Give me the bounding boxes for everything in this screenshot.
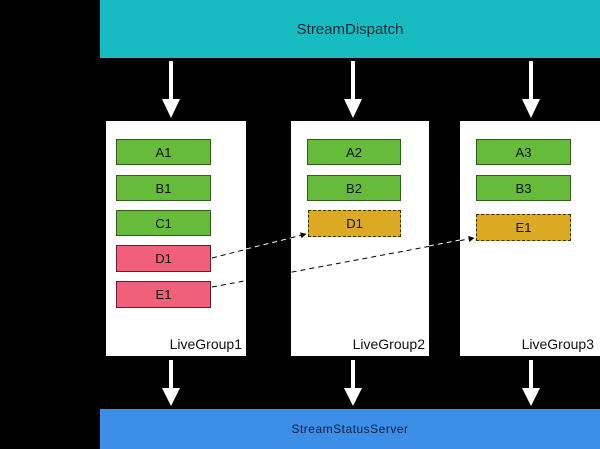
- node-e1-target-label: E1: [515, 220, 532, 235]
- dispatch-arrow-1: [162, 61, 180, 118]
- node-d1-source: D1: [116, 245, 211, 272]
- migration-link-d1-gap: [245, 237, 292, 250]
- node-a1-label: A1: [155, 144, 172, 160]
- node-e1-source: E1: [116, 281, 211, 308]
- node-b1: B1: [116, 175, 211, 201]
- dispatch-arrow-2: [344, 61, 362, 118]
- node-a3: A3: [476, 139, 571, 165]
- node-b1-label: B1: [155, 180, 172, 196]
- node-a2-label: A2: [346, 144, 362, 160]
- node-b2: B2: [307, 175, 401, 201]
- status-arrow-1: [162, 360, 180, 406]
- live-group-3-label: LiveGroup3: [521, 336, 594, 352]
- live-group-2-label: LiveGroup2: [352, 336, 425, 352]
- stream-dispatch-label: StreamDispatch: [296, 20, 404, 38]
- migration-link-e1-gap: [428, 239, 461, 247]
- node-b3-label: B3: [515, 180, 532, 196]
- node-a1: A1: [116, 139, 211, 165]
- node-c1-label: C1: [155, 215, 172, 231]
- status-arrow-2: [344, 360, 362, 406]
- status-arrow-3: [522, 360, 540, 406]
- live-group-2: A2 B2 D1 LiveGroup2: [291, 121, 429, 356]
- node-c1: C1: [116, 210, 211, 236]
- stream-status-server-label: StreamStatusServer: [291, 422, 409, 436]
- node-a3-label: A3: [515, 144, 532, 160]
- node-a2: A2: [307, 139, 401, 165]
- stream-status-server-box: StreamStatusServer: [100, 409, 600, 449]
- node-d1-target: D1: [308, 210, 401, 237]
- node-e1-source-label: E1: [155, 287, 172, 302]
- node-b2-label: B2: [346, 180, 362, 196]
- migration-link-e1: [211, 236, 475, 288]
- node-e1-target: E1: [476, 214, 571, 241]
- live-group-1-label: LiveGroup1: [169, 336, 242, 352]
- dispatch-arrow-3: [522, 61, 540, 118]
- stream-dispatch-box: StreamDispatch: [100, 0, 600, 58]
- live-group-3: A3 B3 E1 LiveGroup3: [460, 121, 600, 356]
- live-group-1: A1 B1 C1 D1 E1 LiveGroup1: [106, 121, 246, 356]
- node-b3: B3: [476, 175, 571, 201]
- node-d1-source-label: D1: [155, 251, 172, 266]
- node-d1-target-label: D1: [346, 216, 363, 231]
